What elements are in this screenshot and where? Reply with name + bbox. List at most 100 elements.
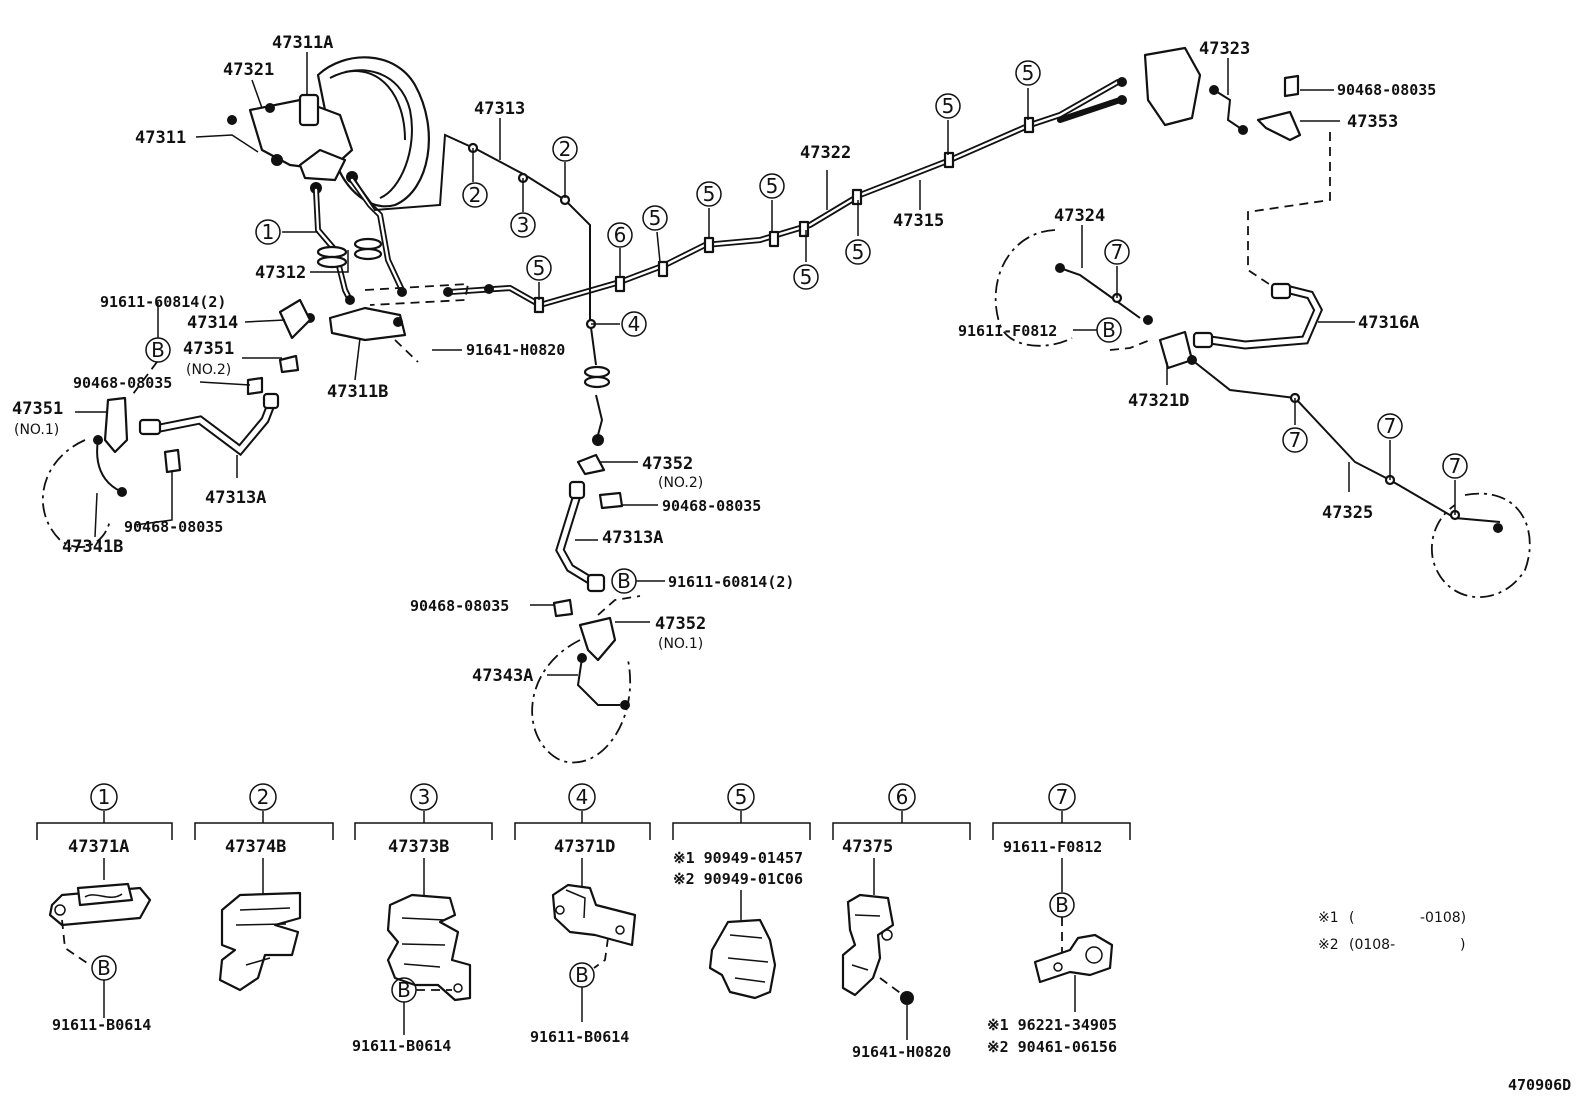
label-47352-no2-sub: (NO.2): [658, 475, 703, 491]
brake-booster: [227, 56, 430, 208]
label-47322: 47322: [800, 143, 851, 163]
label-47313: 47313: [474, 99, 525, 119]
svg-text:5: 5: [800, 265, 813, 289]
svg-text:B: B: [1055, 893, 1069, 917]
clip-points: [467, 116, 1461, 521]
legend-num-3: 3: [410, 783, 438, 811]
label-47341B: 47341B: [62, 537, 123, 557]
label-47351-no1: 47351: [12, 399, 63, 419]
svg-text:5: 5: [735, 785, 748, 809]
svg-text:91641-H0820: 91641-H0820: [852, 1043, 951, 1061]
callout-b-left: B: [145, 337, 171, 363]
legend-item-1: 47371A B 91611-B0614: [48, 837, 151, 1034]
svg-text:6: 6: [896, 785, 909, 809]
label-90468-08035-e: 90468-08035: [410, 597, 509, 615]
svg-text:※1 90949-01457: ※1 90949-01457: [673, 849, 803, 867]
leader-lines: [75, 52, 1456, 676]
legend-item-4: 47371D B 91611-B0614: [530, 837, 637, 1046]
svg-text:※2 90949-01C06: ※2 90949-01C06: [673, 870, 803, 888]
junction-block-47311B: [305, 283, 494, 363]
svg-text:5: 5: [533, 256, 546, 280]
callout-1: 1: [255, 219, 281, 245]
svg-text:3: 3: [517, 213, 530, 237]
svg-text:4: 4: [576, 785, 589, 809]
legend-item-6: 47375 91641-H0820: [841, 837, 951, 1061]
svg-text:1: 1: [98, 785, 111, 809]
label-47352-no1: 47352: [655, 614, 706, 634]
label-47353: 47353: [1347, 112, 1398, 132]
callout-3: 3: [510, 212, 536, 238]
callout-5h: 5: [1015, 60, 1041, 86]
svg-text:47375: 47375: [842, 837, 893, 857]
part-labels: 47311A 47321 47311 47313 47312 91611-608…: [12, 33, 1436, 686]
label-47311: 47311: [135, 128, 186, 148]
label-47321D: 47321D: [1128, 391, 1189, 411]
note-1-mark: ※1: [1318, 910, 1339, 926]
diagram-code: 470906D: [1508, 1076, 1571, 1094]
label-47324: 47324: [1054, 206, 1105, 226]
callout-6: 6: [607, 222, 633, 248]
note-1-open: (: [1349, 910, 1354, 926]
label-47312: 47312: [255, 263, 306, 283]
note-1-val: -0108): [1420, 910, 1466, 926]
label-47321: 47321: [223, 60, 274, 80]
label-47316A: 47316A: [1358, 313, 1419, 333]
brake-pipes: [313, 79, 1123, 446]
legend: 1 2 3 4 5 6 7 47371A B 91611-B0614 47374…: [36, 783, 1131, 1061]
svg-text:B: B: [97, 956, 111, 980]
svg-text:B: B: [151, 338, 165, 362]
svg-text:B: B: [575, 963, 589, 987]
svg-text:2: 2: [469, 183, 482, 207]
callout-2a: 2: [462, 182, 488, 208]
grommet-stacks: [316, 237, 611, 389]
svg-text:7: 7: [1449, 454, 1462, 478]
callout-5d: 5: [759, 173, 785, 199]
callout-5g: 5: [935, 93, 961, 119]
callout-2b: 2: [552, 136, 578, 162]
svg-text:47371A: 47371A: [68, 837, 129, 857]
callout-4: 4: [621, 311, 647, 337]
label-47314: 47314: [187, 313, 238, 333]
label-90468-08035-b: 90468-08035: [124, 518, 223, 536]
label-47311A: 47311A: [272, 33, 333, 53]
callout-7a: 7: [1104, 239, 1130, 265]
rear-left-assembly: [994, 46, 1531, 599]
legend-num-1: 1: [90, 783, 118, 811]
label-47315: 47315: [893, 211, 944, 231]
legend-brackets: [36, 811, 1131, 840]
svg-text:91611-B0614: 91611-B0614: [52, 1016, 151, 1034]
legend-item-2: 47374B: [218, 837, 302, 992]
svg-text:5: 5: [649, 206, 662, 230]
callout-7b: 7: [1282, 427, 1308, 453]
label-91611-60814-mid: 91611-60814(2): [668, 573, 794, 591]
label-47351-no2: 47351: [183, 339, 234, 359]
svg-text:B: B: [617, 569, 631, 593]
label-47352-no2: 47352: [642, 454, 693, 474]
svg-text:B: B: [397, 978, 411, 1002]
label-91611-F0812: 91611-F0812: [958, 322, 1057, 340]
note-2-close: ): [1460, 937, 1465, 953]
legend-num-5: 5: [727, 783, 755, 811]
callout-circles: 1 2 2 3 4 5 6 5 5 5 5 5 5 5 7 7 7 7 B B …: [145, 60, 1468, 594]
svg-text:2: 2: [257, 785, 270, 809]
callout-5e: 5: [793, 264, 819, 290]
legend-num-2: 2: [249, 783, 277, 811]
svg-text:5: 5: [766, 174, 779, 198]
label-90468-08035-c: 90468-08035: [1337, 81, 1436, 99]
svg-text:B: B: [1102, 318, 1116, 342]
label-91611-60814-left: 91611-60814(2): [100, 293, 226, 311]
svg-text:1: 1: [262, 220, 275, 244]
callout-b-mid: B: [611, 568, 637, 594]
label-90468-08035-a: 90468-08035: [73, 374, 172, 392]
svg-text:4: 4: [628, 312, 641, 336]
legend-item-5: ※1 90949-01457 ※2 90949-01C06: [673, 849, 803, 1000]
svg-text:47374B: 47374B: [225, 837, 286, 857]
note-2-mark: ※2: [1318, 937, 1339, 953]
svg-text:7: 7: [1384, 414, 1397, 438]
svg-text:91611-B0614: 91611-B0614: [352, 1037, 451, 1055]
left-front-hose-47313A: [42, 298, 312, 548]
callout-7c: 7: [1377, 413, 1403, 439]
label-90468-08035-d: 90468-08035: [662, 497, 761, 515]
svg-text:47373B: 47373B: [388, 837, 449, 857]
